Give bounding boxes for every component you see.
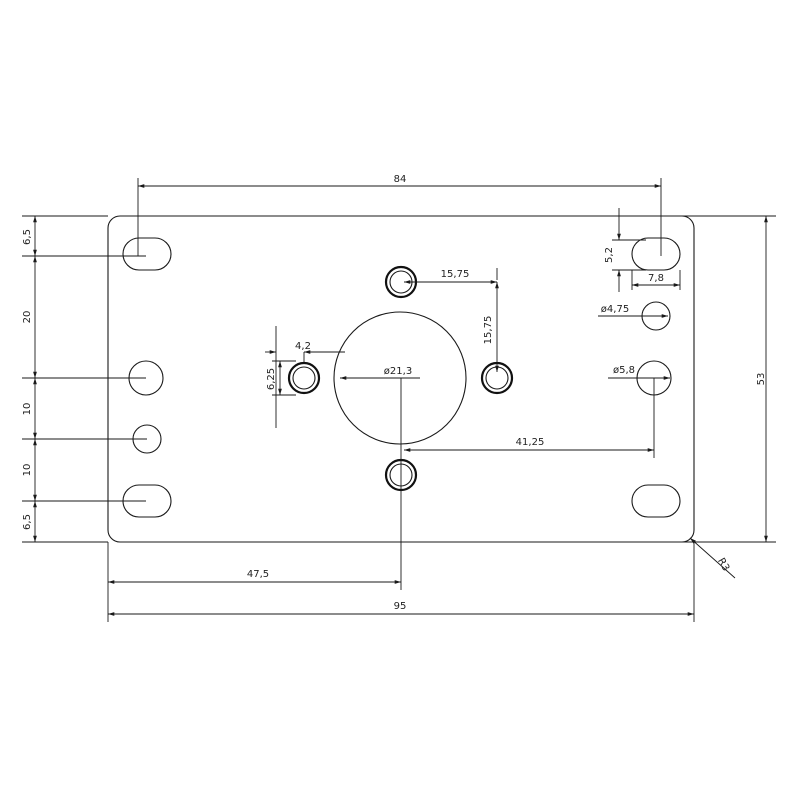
label-left-v3: 10 <box>22 403 33 416</box>
bolt-hole-left <box>287 361 321 395</box>
label-left-v4: 10 <box>22 464 33 477</box>
dimension-bolt-y-offset: 6,25 <box>266 360 296 396</box>
slot-top-left <box>122 237 172 271</box>
dimension-center-offset: 47,5 <box>108 378 402 590</box>
label-overall-height: 53 <box>756 373 767 386</box>
dimension-right-offset: 41,25 <box>404 378 655 458</box>
label-hole-small: ø4,75 <box>601 304 629 315</box>
dimension-slot-height: 5,2 <box>604 208 646 292</box>
dimension-hole-small: ø4,75 <box>598 304 668 318</box>
dimension-center-bore: ø21,3 <box>340 366 420 380</box>
dimension-overall-height: 53 <box>680 215 776 543</box>
label-left-v2: 20 <box>22 311 33 324</box>
label-center-offset: 47,5 <box>247 569 269 580</box>
label-corner-radius: R3 <box>715 556 731 573</box>
dimension-top-span: 84 <box>137 174 662 256</box>
label-bolt-x-offset: 4,2 <box>295 341 311 352</box>
label-bolt-horizontal: 15,75 <box>441 269 470 280</box>
dimension-bolt-horizontal: 15,75 <box>404 269 497 284</box>
dimension-bolt-x-offset: 4,2 <box>265 326 345 428</box>
label-top-span: 84 <box>394 174 407 185</box>
label-left-v1: 6,5 <box>22 229 33 245</box>
label-bolt-vertical: 15,75 <box>483 316 494 345</box>
dimension-corner-radius: R3 <box>689 537 736 579</box>
label-hole-large: ø5,8 <box>613 365 635 376</box>
slot-bottom-right <box>631 484 681 518</box>
dimension-slot-width: 7,8 <box>631 270 681 290</box>
label-slot-height: 5,2 <box>604 247 615 263</box>
label-bolt-y-offset: 6,25 <box>266 368 277 390</box>
dimension-left-chain: 6,5 20 10 10 6,5 <box>22 215 147 543</box>
label-right-offset: 41,25 <box>516 437 545 448</box>
dimension-overall-width: 95 <box>107 542 695 622</box>
slot-top-right <box>631 237 681 271</box>
dimension-bolt-vertical: 15,75 <box>483 268 499 372</box>
center-bore <box>333 311 467 445</box>
label-left-v5: 6,5 <box>22 514 33 530</box>
label-overall-width: 95 <box>394 601 407 612</box>
label-center-bore: ø21,3 <box>384 366 412 377</box>
label-slot-width: 7,8 <box>648 273 664 284</box>
dimension-hole-large: ø5,8 <box>608 365 670 380</box>
